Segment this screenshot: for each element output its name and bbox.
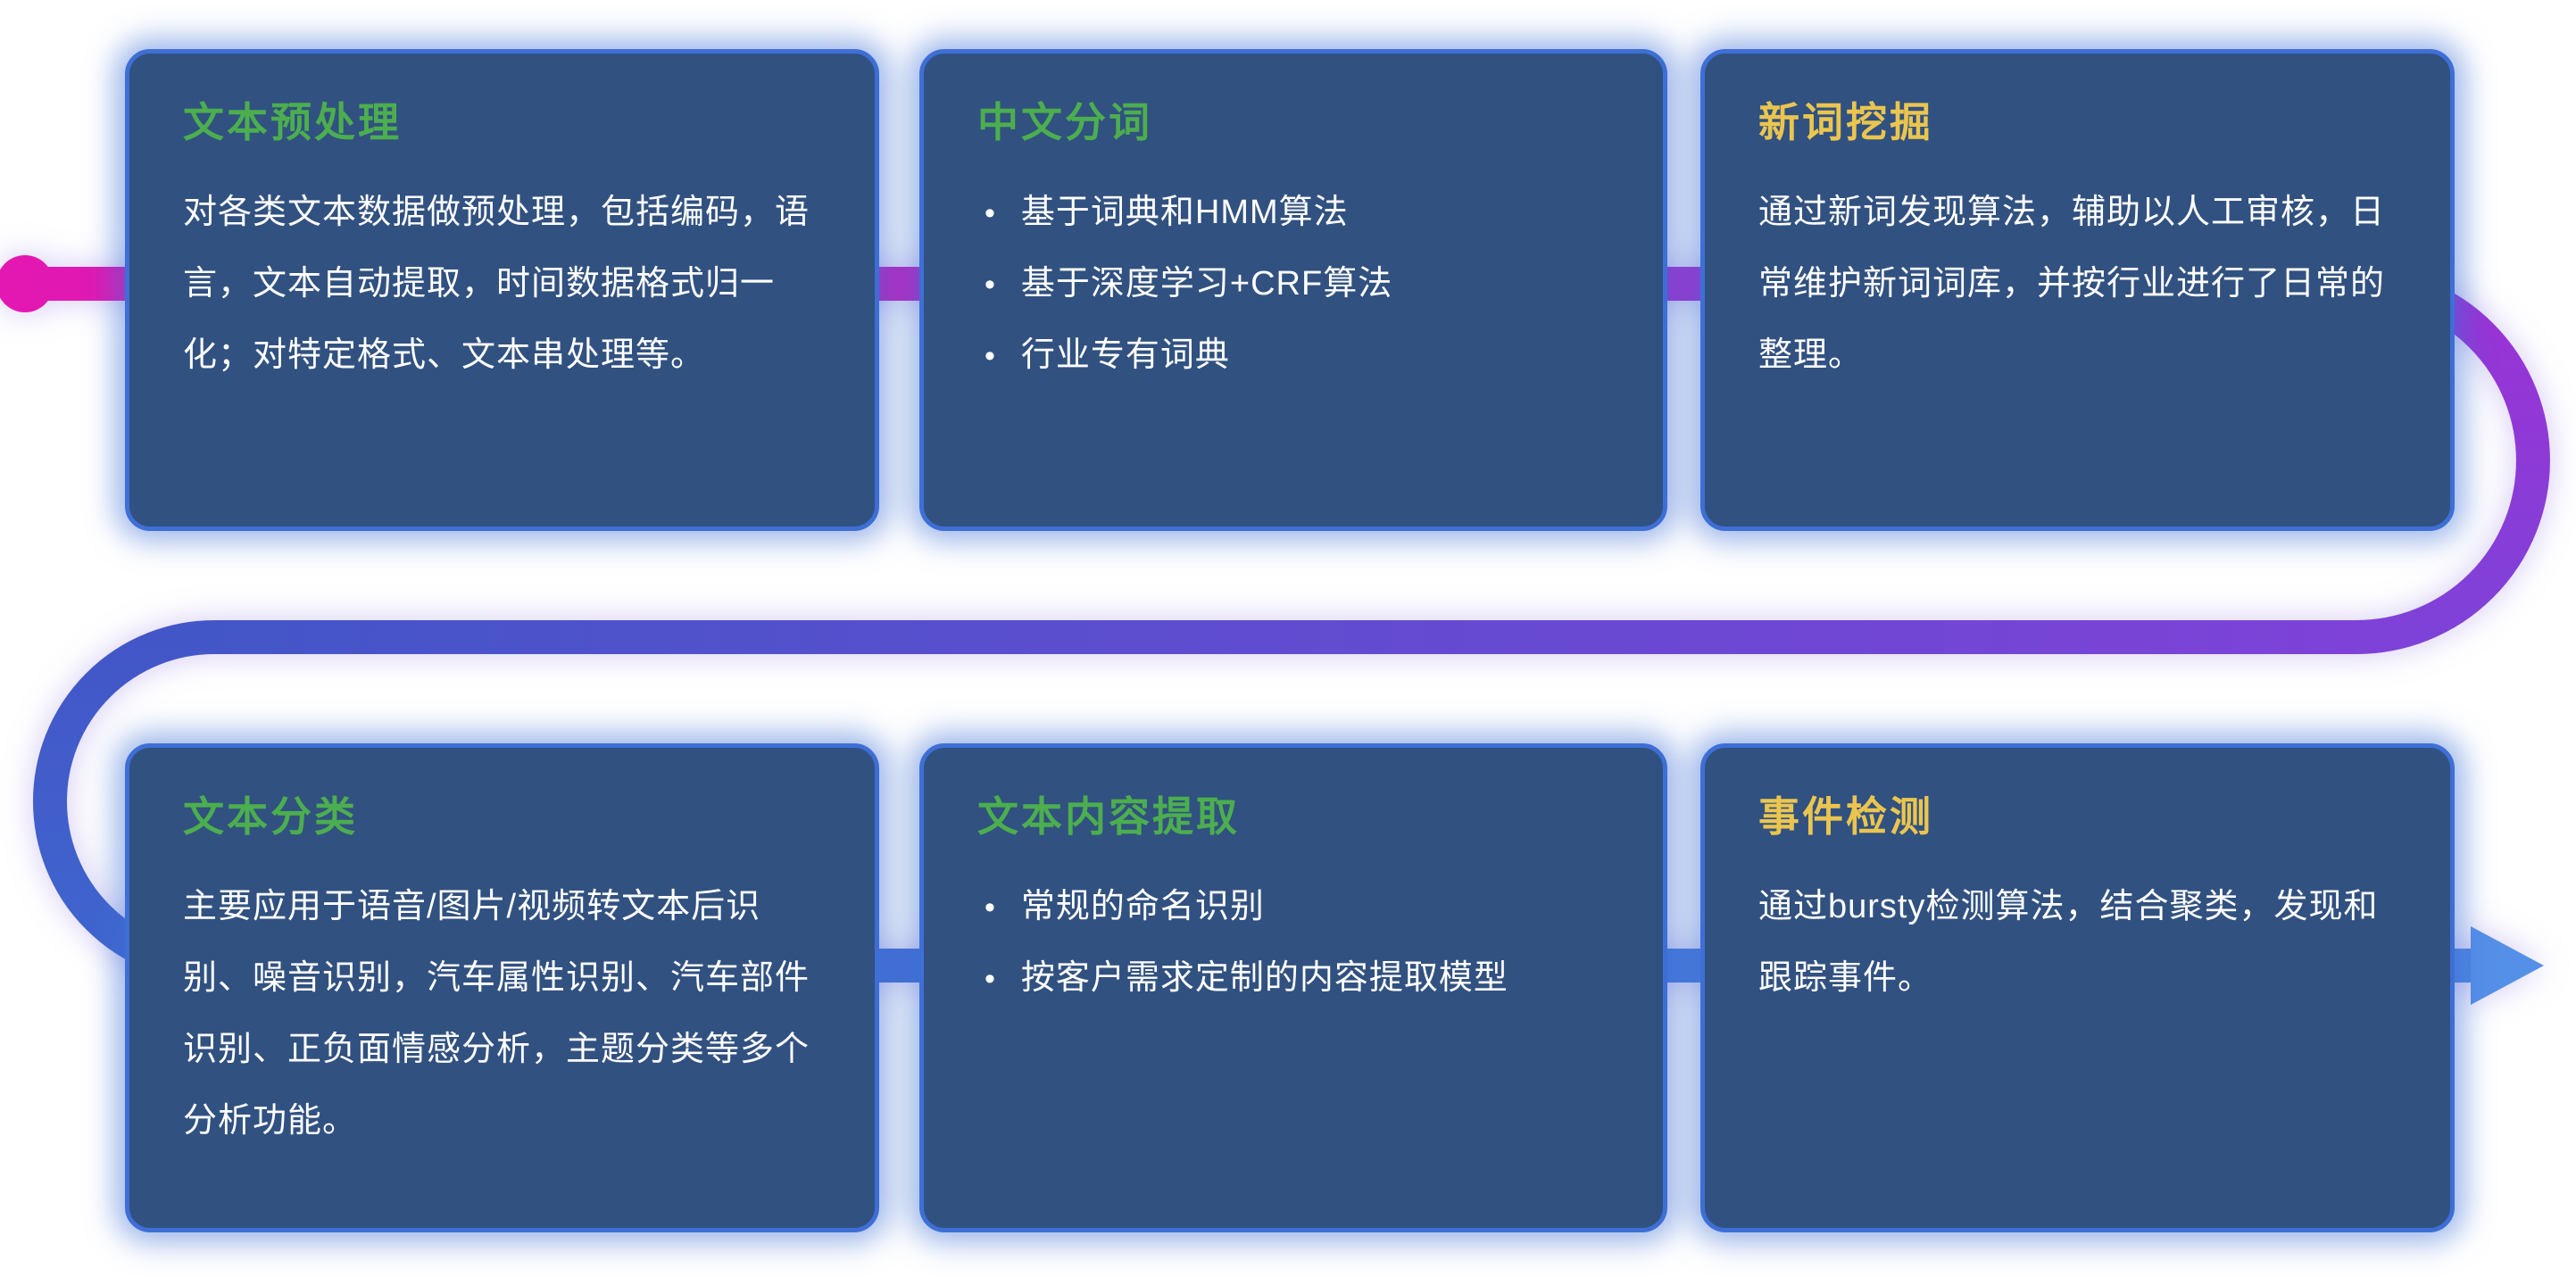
card-body-text-classification: 主要应用于语音/图片/视频转文本后识别、噪音识别，汽车属性识别、汽车部件识别、正…: [183, 888, 810, 1140]
card-title-text-classification: 文本分类: [183, 793, 358, 840]
bullet-dot-icon: [985, 943, 996, 1015]
card-title-new-word-mining: 新词挖掘: [1758, 99, 1933, 145]
bullet-text: 基于深度学习+CRF算法: [1020, 264, 1393, 303]
bullet-dot-icon: [985, 872, 996, 943]
bullet-item: 基于词典和HMM算法: [977, 178, 1609, 249]
card-title-text-preprocessing: 文本预处理: [183, 99, 402, 145]
card-body-event-detection: 通过bursty检测算法，结合聚类，发现和跟踪事件。: [1758, 888, 2379, 997]
card-body-new-word-mining: 通过新词发现算法，辅助以人工审核，日常维护新词词库，并按行业进行了日常的整理。: [1758, 194, 2386, 374]
card-bullet-list: 常规的命名识别 按客户需求定制的内容提取模型: [977, 872, 1609, 1015]
flow-arrowhead-icon: [2471, 926, 2544, 1005]
card-event-detection: 事件检测 通过bursty检测算法，结合聚类，发现和跟踪事件。: [1700, 743, 2455, 1232]
bullet-item: 行业专有词典: [977, 320, 1609, 392]
card-body-text-preprocessing: 对各类文本数据做预处理，包括编码，语言，文本自动提取，时间数据格式归一化；对特定…: [183, 194, 810, 374]
card-bullet-list: 基于词典和HMM算法 基于深度学习+CRF算法 行业专有词典: [977, 178, 1609, 391]
card-title-text-content-extraction: 文本内容提取: [977, 793, 1240, 840]
card-text-classification: 文本分类 主要应用于语音/图片/视频转文本后识别、噪音识别，汽车属性识别、汽车部…: [125, 743, 879, 1232]
bullet-dot-icon: [985, 249, 996, 320]
card-text-content-extraction: 文本内容提取 常规的命名识别 按客户需求定制的内容提取模型: [919, 743, 1667, 1232]
bullet-text: 按客户需求定制的内容提取模型: [1020, 958, 1508, 997]
bullet-item: 基于深度学习+CRF算法: [977, 249, 1609, 320]
bullet-text: 常规的命名识别: [1020, 888, 1265, 926]
bullet-item: 按客户需求定制的内容提取模型: [977, 943, 1609, 1015]
bullet-dot-icon: [985, 320, 996, 392]
card-text-preprocessing: 文本预处理 对各类文本数据做预处理，包括编码，语言，文本自动提取，时间数据格式归…: [125, 49, 879, 531]
card-title-chinese-word-segmentation: 中文分词: [977, 99, 1152, 145]
bullet-dot-icon: [985, 178, 996, 249]
bullet-text: 行业专有词典: [1020, 336, 1230, 374]
card-new-word-mining: 新词挖掘 通过新词发现算法，辅助以人工审核，日常维护新词词库，并按行业进行了日常…: [1700, 49, 2455, 531]
bullet-item: 常规的命名识别: [977, 872, 1609, 943]
card-title-event-detection: 事件检测: [1758, 793, 1933, 840]
card-chinese-word-segmentation: 中文分词 基于词典和HMM算法 基于深度学习+CRF算法 行业专有词典: [919, 49, 1667, 531]
bullet-text: 基于词典和HMM算法: [1020, 194, 1349, 232]
